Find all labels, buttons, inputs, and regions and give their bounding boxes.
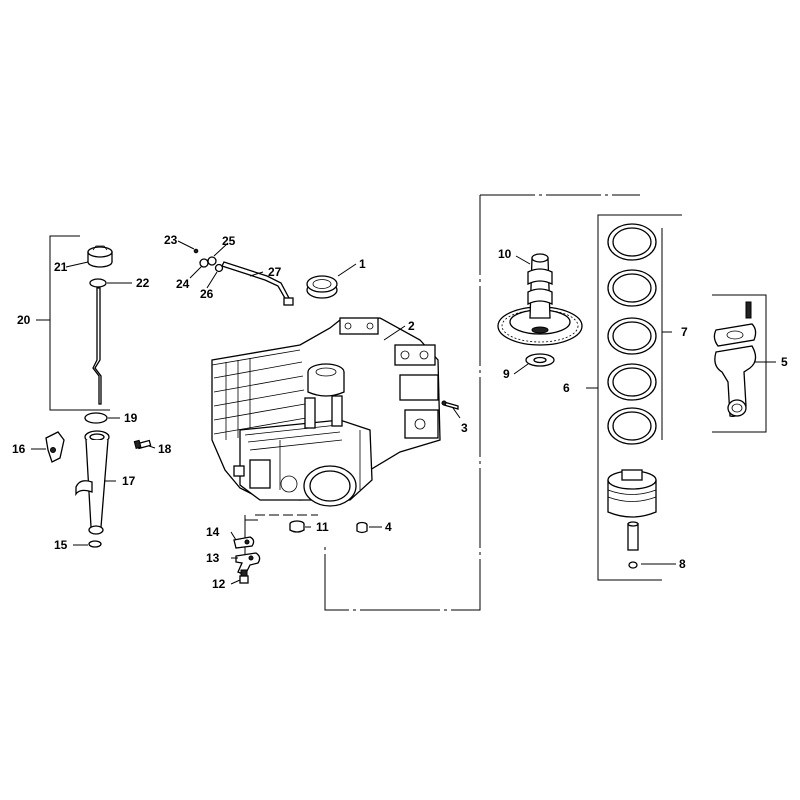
screw-12 xyxy=(239,569,249,584)
callout-21: 21 xyxy=(54,260,68,274)
clip-13 xyxy=(235,552,261,576)
callout-17: 17 xyxy=(122,474,136,488)
dowel-11 xyxy=(289,520,305,533)
o-ring-22 xyxy=(89,278,107,288)
tube-bracket xyxy=(45,431,65,463)
callout-12: 12 xyxy=(212,577,226,591)
dipstick xyxy=(92,287,102,405)
callout-10: 10 xyxy=(498,247,512,261)
callout-3: 3 xyxy=(461,421,468,435)
callout-1: 1 xyxy=(359,257,366,271)
callout-24: 24 xyxy=(176,277,190,291)
oil-fill-cap xyxy=(87,245,113,268)
leader-lines xyxy=(31,240,767,585)
callout-15: 15 xyxy=(54,538,68,552)
clip-14 xyxy=(233,536,255,549)
washer-25 xyxy=(207,256,217,266)
breather-tube xyxy=(221,261,294,306)
pin-3 xyxy=(441,400,459,410)
callout-16: 16 xyxy=(12,442,26,456)
group-brackets xyxy=(36,194,776,611)
camshaft xyxy=(497,253,583,346)
callout-23: 23 xyxy=(164,233,178,247)
callout-2: 2 xyxy=(408,319,415,333)
callout-7: 7 xyxy=(681,325,688,339)
connecting-rod xyxy=(713,301,757,417)
callout-labels: 1 2 3 4 5 6 7 8 9 10 11 12 13 14 15 16 1… xyxy=(12,233,788,591)
washer-26 xyxy=(214,263,224,273)
piston xyxy=(607,469,657,518)
washer-24 xyxy=(199,258,209,268)
callout-11: 11 xyxy=(316,520,329,534)
dipstick-tube xyxy=(75,430,110,535)
screw-18 xyxy=(133,439,152,450)
callout-9: 9 xyxy=(503,367,510,381)
dowel-4 xyxy=(356,521,368,534)
oil-seal xyxy=(306,275,338,299)
o-ring-19 xyxy=(84,412,108,424)
callout-6: 6 xyxy=(563,381,570,395)
callout-26: 26 xyxy=(200,287,214,301)
callout-8: 8 xyxy=(679,557,686,571)
callout-5: 5 xyxy=(781,355,788,369)
callout-14: 14 xyxy=(206,525,220,539)
callout-27: 27 xyxy=(268,265,282,279)
callout-19: 19 xyxy=(124,411,138,425)
callout-25: 25 xyxy=(222,234,236,248)
piston-pin xyxy=(627,521,639,551)
o-ring-15 xyxy=(88,540,102,548)
retainer-8 xyxy=(628,561,638,569)
callout-22: 22 xyxy=(136,276,150,290)
callout-20: 20 xyxy=(17,313,31,327)
callout-4: 4 xyxy=(385,520,392,534)
callout-13: 13 xyxy=(206,551,220,565)
callout-18: 18 xyxy=(158,442,172,456)
pin-23 xyxy=(193,248,199,254)
crankcase xyxy=(211,317,441,507)
washer-9 xyxy=(525,353,555,367)
piston-rings xyxy=(607,223,657,445)
